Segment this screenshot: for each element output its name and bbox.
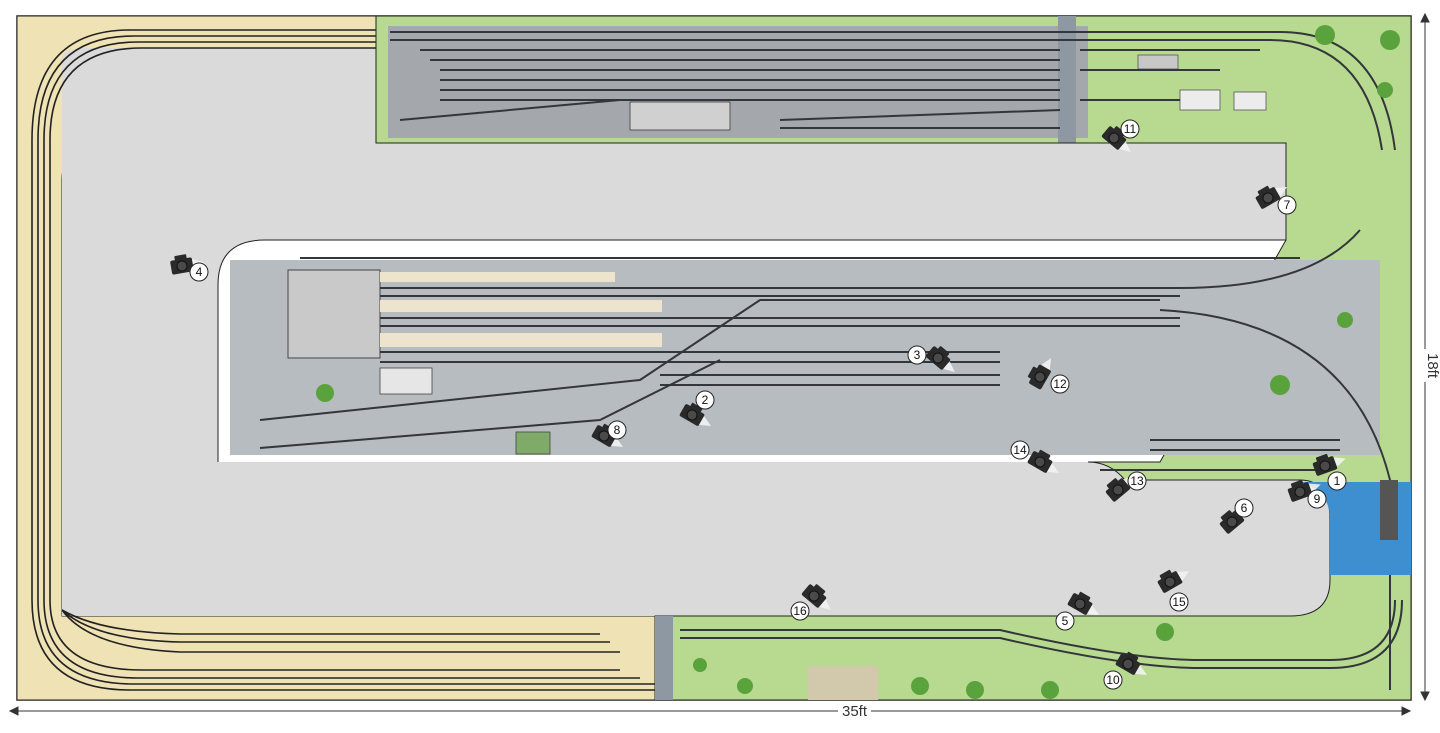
upper-road bbox=[1058, 16, 1076, 143]
camera-marker-7: 7 bbox=[1252, 176, 1297, 215]
camera-marker-1: 1 bbox=[1310, 447, 1349, 491]
camera-marker-10: 10 bbox=[1103, 648, 1154, 690]
camera-number-badge bbox=[695, 390, 715, 410]
camera-marker-15: 15 bbox=[1154, 560, 1194, 612]
camera-number-label: 1 bbox=[1334, 474, 1341, 488]
camera-number-label: 3 bbox=[914, 348, 921, 362]
camera-number-badge bbox=[1127, 471, 1147, 491]
bridge bbox=[1380, 480, 1398, 540]
camera-number-label: 12 bbox=[1053, 377, 1067, 391]
camera-number-label: 11 bbox=[1124, 122, 1137, 136]
harbor-water bbox=[1130, 482, 1411, 575]
camera-number-badge bbox=[1169, 592, 1189, 612]
camera-number-badge bbox=[907, 345, 927, 365]
main-yard-ballast bbox=[230, 260, 1380, 455]
camera-number-badge bbox=[1307, 489, 1327, 509]
lower-road bbox=[655, 616, 673, 700]
upper-building-small bbox=[1137, 54, 1179, 70]
camera-number-label: 10 bbox=[1106, 673, 1120, 687]
upper-building-white bbox=[1179, 89, 1221, 111]
camera-marker-14: 14 bbox=[1010, 440, 1066, 480]
camera-number-label: 13 bbox=[1130, 474, 1144, 488]
camera-number-badge bbox=[790, 601, 810, 621]
camera-marker-3: 3 bbox=[907, 342, 963, 379]
platform-3 bbox=[380, 333, 662, 347]
freight-shed bbox=[379, 367, 433, 395]
camera-number-label: 7 bbox=[1284, 198, 1291, 212]
camera-number-label: 5 bbox=[1062, 614, 1069, 628]
camera-number-label: 8 bbox=[614, 423, 621, 437]
upper-yard-tracks bbox=[390, 31, 1396, 151]
platform-1 bbox=[380, 272, 615, 282]
camera-number-badge bbox=[189, 262, 209, 282]
camera-number-badge bbox=[1050, 374, 1070, 394]
camera-number-badge bbox=[1055, 611, 1075, 631]
station-building bbox=[287, 269, 381, 359]
green-building bbox=[515, 431, 551, 455]
camera-marker-16: 16 bbox=[790, 580, 839, 621]
camera-number-label: 2 bbox=[702, 393, 709, 407]
camera-number-label: 6 bbox=[1241, 501, 1248, 515]
upper-building-white-2 bbox=[1233, 91, 1267, 111]
camera-marker-2: 2 bbox=[678, 390, 718, 433]
camera-marker-12: 12 bbox=[1024, 351, 1070, 394]
main-loop-track bbox=[680, 599, 1403, 669]
camera-marker-8: 8 bbox=[590, 420, 630, 454]
camera-number-badge bbox=[1327, 471, 1347, 491]
camera-marker-4: 4 bbox=[168, 250, 209, 282]
camera-number-badge bbox=[1010, 440, 1030, 460]
upper-building-shed bbox=[629, 101, 731, 131]
lower-field bbox=[808, 666, 878, 700]
staging-tracks bbox=[31, 29, 655, 691]
camera-number-badge bbox=[607, 420, 627, 440]
camera-marker-5: 5 bbox=[1055, 588, 1106, 631]
upper-yard-ballast bbox=[388, 26, 1088, 138]
camera-marker-9: 9 bbox=[1285, 473, 1327, 509]
camera-marker-6: 6 bbox=[1216, 498, 1254, 535]
camera-number-badge bbox=[1277, 195, 1297, 215]
camera-number-label: 15 bbox=[1172, 595, 1186, 609]
height-dimension-label: 18ft bbox=[1424, 348, 1440, 383]
camera-marker-11: 11 bbox=[1100, 119, 1140, 159]
main-yard-tracks bbox=[259, 229, 1391, 690]
camera-number-label: 16 bbox=[793, 604, 807, 618]
aisle-area bbox=[62, 48, 1330, 616]
peninsula-outline bbox=[217, 16, 1287, 462]
camera-number-badge bbox=[1120, 119, 1140, 139]
trees bbox=[316, 25, 1400, 699]
platform-2 bbox=[380, 300, 662, 312]
camera-number-label: 9 bbox=[1314, 492, 1321, 506]
camera-number-badge bbox=[1103, 670, 1123, 690]
width-dimension-label: 35ft bbox=[838, 703, 872, 720]
camera-number-label: 14 bbox=[1013, 443, 1027, 457]
camera-number-badge bbox=[1234, 498, 1254, 518]
camera-number-label: 4 bbox=[196, 265, 203, 279]
camera-marker-13: 13 bbox=[1102, 466, 1147, 503]
